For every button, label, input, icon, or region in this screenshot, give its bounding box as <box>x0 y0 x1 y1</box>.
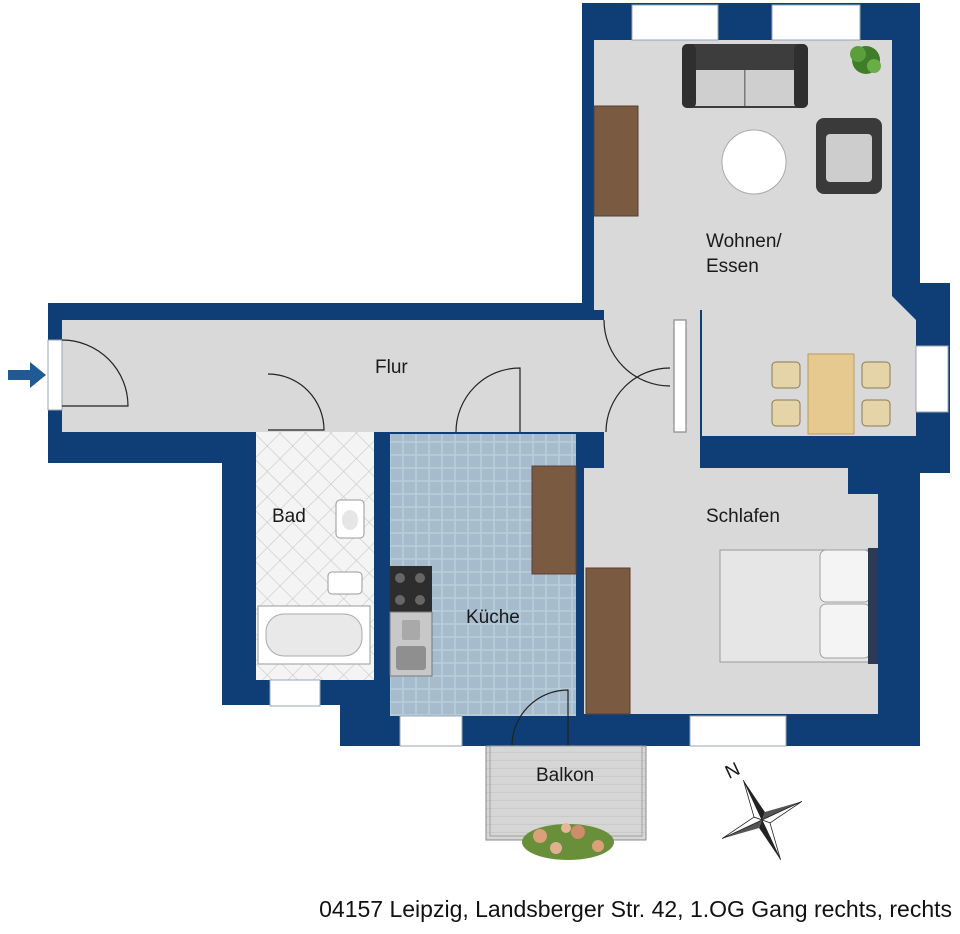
doors <box>61 319 687 747</box>
dining-table-icon <box>807 353 855 435</box>
bed-icon <box>719 548 878 664</box>
room-label-living-2: Essen <box>706 256 759 277</box>
washbasin-icon <box>335 499 365 539</box>
entrance-arrow-icon <box>8 362 46 388</box>
compass-rose-icon <box>721 779 803 861</box>
room-label-bath: Bad <box>272 506 306 527</box>
round-table-icon <box>721 129 787 195</box>
windows <box>47 4 949 747</box>
flower-box-icon <box>522 823 614 860</box>
armchair-icon <box>816 118 882 194</box>
wardrobe-icon <box>585 567 631 715</box>
hall-floor <box>62 310 690 432</box>
sofa-icon <box>682 44 808 108</box>
kitchen-counter-icon <box>531 465 577 575</box>
compass-north-label: N <box>722 759 743 784</box>
room-label-hall: Flur <box>375 357 408 378</box>
stove-icon <box>390 566 432 612</box>
room-label-kitchen: Küche <box>466 607 520 628</box>
kitchen-sink-icon <box>389 611 433 677</box>
room-label-living-1: Wohnen/ <box>706 231 782 252</box>
toilet-icon <box>327 571 363 595</box>
bathtub-icon <box>257 605 371 665</box>
room-label-balcony: Balkon <box>536 765 594 786</box>
address-caption: 04157 Leipzig, Landsberger Str. 42, 1.OG… <box>319 896 952 922</box>
dining-chair-icon <box>771 361 891 427</box>
plant-icon <box>850 46 881 74</box>
room-label-bedroom: Schlafen <box>706 506 780 527</box>
sideboard-icon <box>593 105 639 217</box>
